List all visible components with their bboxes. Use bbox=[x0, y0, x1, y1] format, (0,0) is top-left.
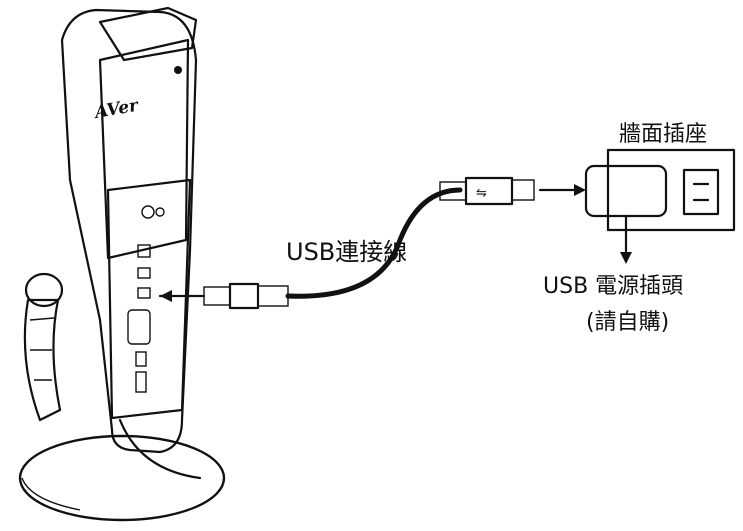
usb-cable-label: USB連接線 bbox=[286, 238, 408, 266]
aver-logo: AVer bbox=[91, 96, 140, 124]
svg-text:⇋: ⇋ bbox=[476, 186, 487, 201]
device-ports bbox=[127, 205, 165, 393]
usb-plug-adapter-end: ⇋ bbox=[439, 176, 535, 206]
usb-power-plug-label: USB 電源插頭 bbox=[543, 274, 684, 299]
arrow-to-plug-label bbox=[620, 214, 632, 264]
camera-arm bbox=[60, 8, 198, 454]
arrow-to-adapter bbox=[538, 184, 586, 196]
usb-plug-device-end bbox=[203, 282, 289, 310]
purchase-note-label: (請自購) bbox=[586, 310, 670, 335]
camera-base bbox=[18, 434, 226, 522]
camera-device bbox=[18, 6, 226, 522]
wall-outlet-label: 牆面插座 bbox=[619, 122, 708, 147]
wall-outlet bbox=[606, 148, 736, 232]
usb-cable bbox=[285, 187, 463, 299]
usb-power-adapter bbox=[584, 164, 668, 218]
arrow-to-device bbox=[158, 290, 206, 302]
